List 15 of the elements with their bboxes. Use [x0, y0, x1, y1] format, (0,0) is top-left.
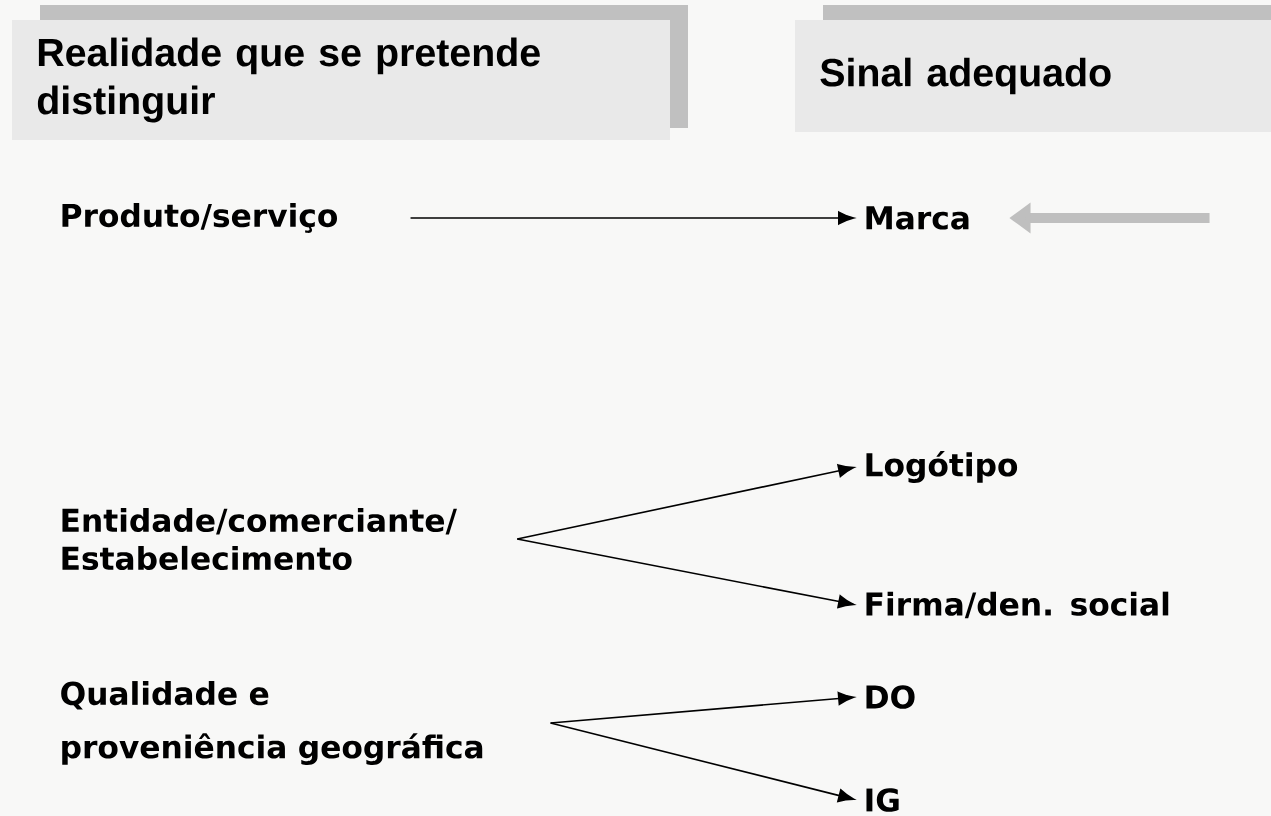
- label-text: Qualidade e proveniência geográfica: [61, 681, 483, 765]
- label-text: Marca: [866, 206, 969, 230]
- arrow: [549, 691, 855, 724]
- arrow: [549, 722, 855, 803]
- label-text: Firma/den. social: [866, 591, 1169, 619]
- header-box: Sinal adequado: [795, 5, 1271, 132]
- label-text: Produto/serviço: [62, 203, 337, 233]
- header-box: Realidade que se pretende distinguir: [12, 5, 688, 140]
- label-text: Entidade/comerciante/ Estabelecimento: [62, 507, 457, 571]
- label-text: Logótipo: [866, 451, 1018, 483]
- label-text: IG: [866, 788, 899, 812]
- arrow: [516, 464, 855, 540]
- arrow: [409, 211, 855, 225]
- label-text: DO: [866, 685, 915, 709]
- arrow: [516, 538, 855, 609]
